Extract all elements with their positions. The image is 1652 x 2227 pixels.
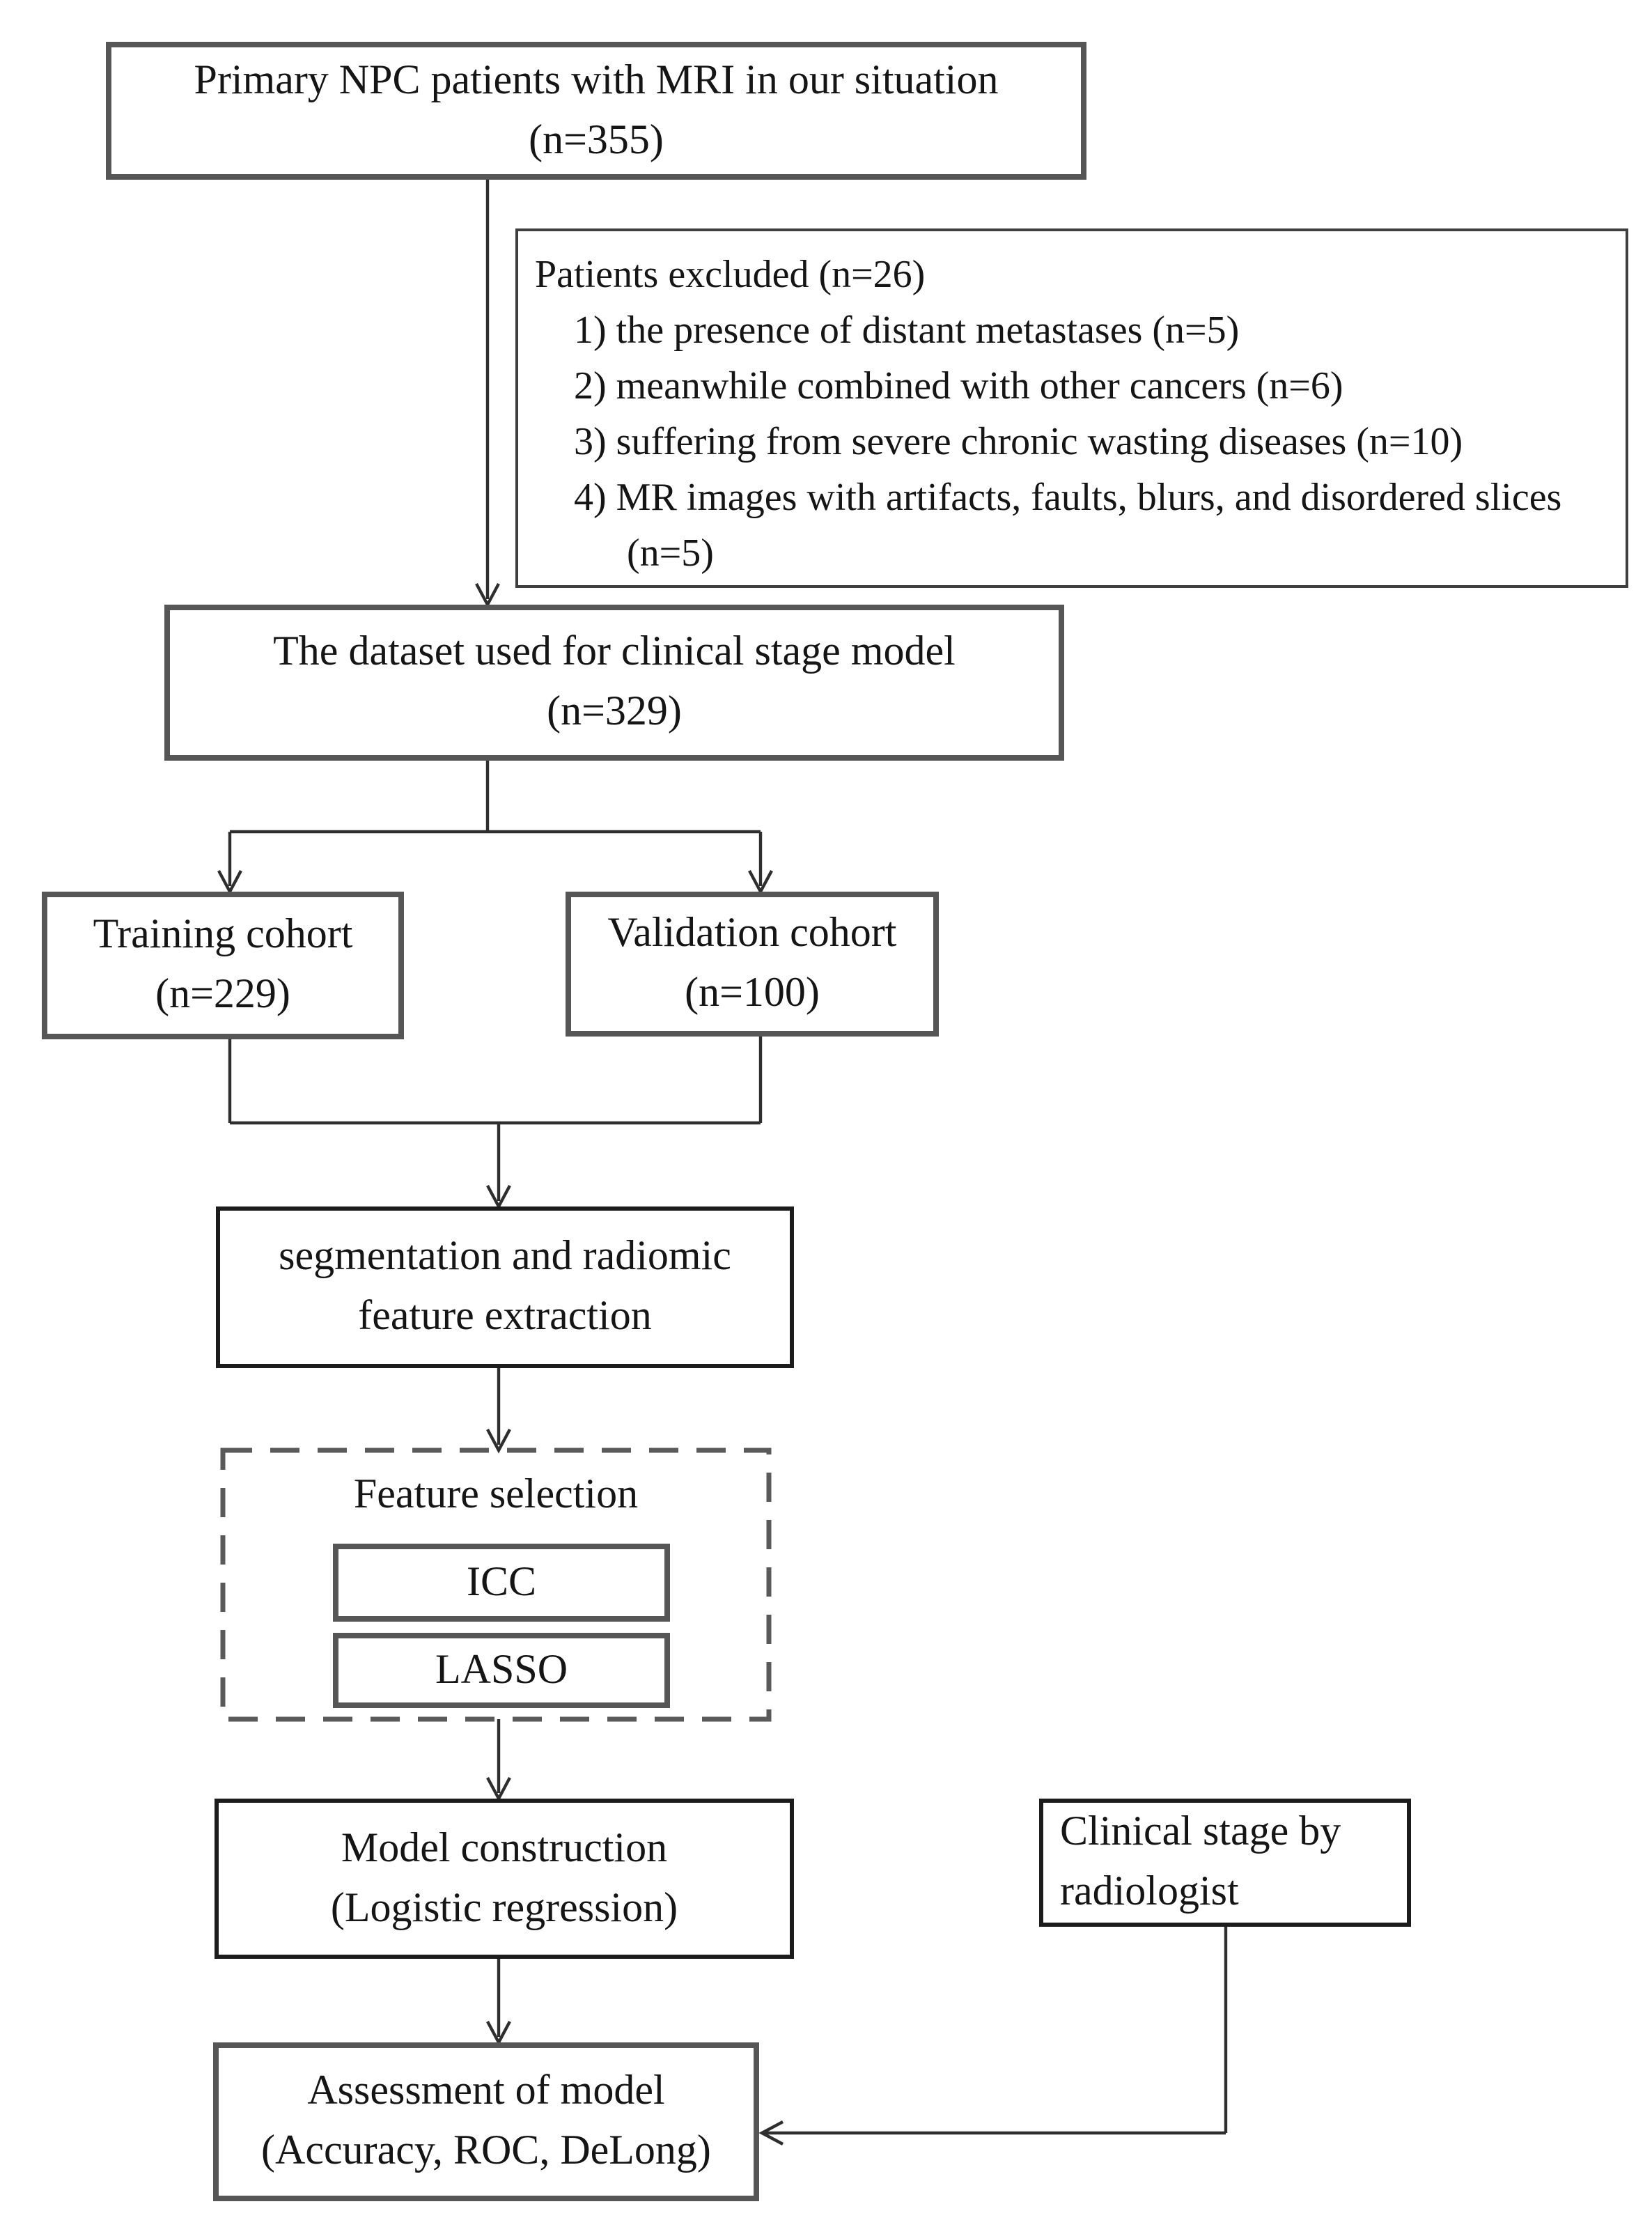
node-primary-line2: (n=355)	[529, 116, 664, 162]
arrow-primary-to-dataset	[475, 180, 500, 608]
node-clinical-line2: radiologist	[1060, 1868, 1239, 1914]
arrow-model-to-assessment	[486, 1959, 511, 2046]
node-primary-line1: Primary NPC patients with MRI in our sit…	[194, 56, 999, 103]
node-training-cohort: Training cohort (n=229)	[42, 892, 404, 1039]
excluded-item-1: 1) the presence of distant metastases (n…	[574, 309, 1240, 352]
node-validation-line2: (n=100)	[685, 970, 820, 1016]
node-dataset: The dataset used for clinical stage mode…	[164, 605, 1064, 761]
node-dataset-line2: (n=329)	[547, 688, 682, 734]
node-segmentation: segmentation and radiomic feature extrac…	[216, 1206, 794, 1368]
node-assessment: Assessment of model (Accuracy, ROC, DeLo…	[213, 2042, 759, 2201]
node-clinical-stage: Clinical stage by radiologist	[1039, 1799, 1411, 1927]
arrow-feature-selection-to-model	[486, 1719, 511, 1802]
lasso-label: LASSO	[435, 1646, 568, 1693]
node-segmentation-line2: feature extraction	[358, 1293, 652, 1339]
node-icc: ICC	[333, 1544, 670, 1622]
node-training-line1: Training cohort	[93, 911, 353, 958]
excluded-item-3: 3) suffering from severe chronic wasting…	[574, 421, 1463, 464]
node-model-line2: (Logistic regression)	[330, 1884, 678, 1930]
split-dataset-to-cohorts	[217, 761, 773, 895]
node-primary-patients: Primary NPC patients with MRI in our sit…	[106, 42, 1086, 180]
feature-selection-title: Feature selection	[353, 1471, 639, 1517]
node-patients-excluded: Patients excluded (n=26) 1) the presence…	[515, 228, 1628, 588]
node-training-line2: (n=229)	[155, 971, 290, 1017]
excluded-item-4: 4) MR images with artifacts, faults, blu…	[574, 476, 1562, 575]
node-assessment-line1: Assessment of model	[307, 2067, 665, 2114]
node-validation-cohort: Validation cohort (n=100)	[566, 892, 939, 1037]
node-assessment-line2: (Accuracy, ROC, DeLong)	[261, 2127, 711, 2173]
node-model-construction: Model construction (Logistic regression)	[215, 1799, 794, 1959]
icc-label: ICC	[466, 1558, 536, 1605]
node-validation-line1: Validation cohort	[607, 910, 897, 956]
node-segmentation-line1: segmentation and radiomic	[279, 1233, 731, 1280]
excluded-item-2: 2) meanwhile combined with other cancers…	[574, 365, 1343, 408]
arrow-segmentation-to-feature-selection	[486, 1368, 511, 1454]
node-dataset-line1: The dataset used for clinical stage mode…	[273, 628, 956, 675]
merge-cohorts-to-segmentation	[228, 1037, 763, 1210]
excluded-title: Patients excluded (n=26)	[535, 254, 926, 297]
node-clinical-line1: Clinical stage by	[1060, 1808, 1341, 1855]
arrow-clinical-to-assessment	[758, 1927, 1228, 2145]
node-model-line1: Model construction	[341, 1824, 668, 1871]
node-lasso: LASSO	[333, 1633, 670, 1708]
